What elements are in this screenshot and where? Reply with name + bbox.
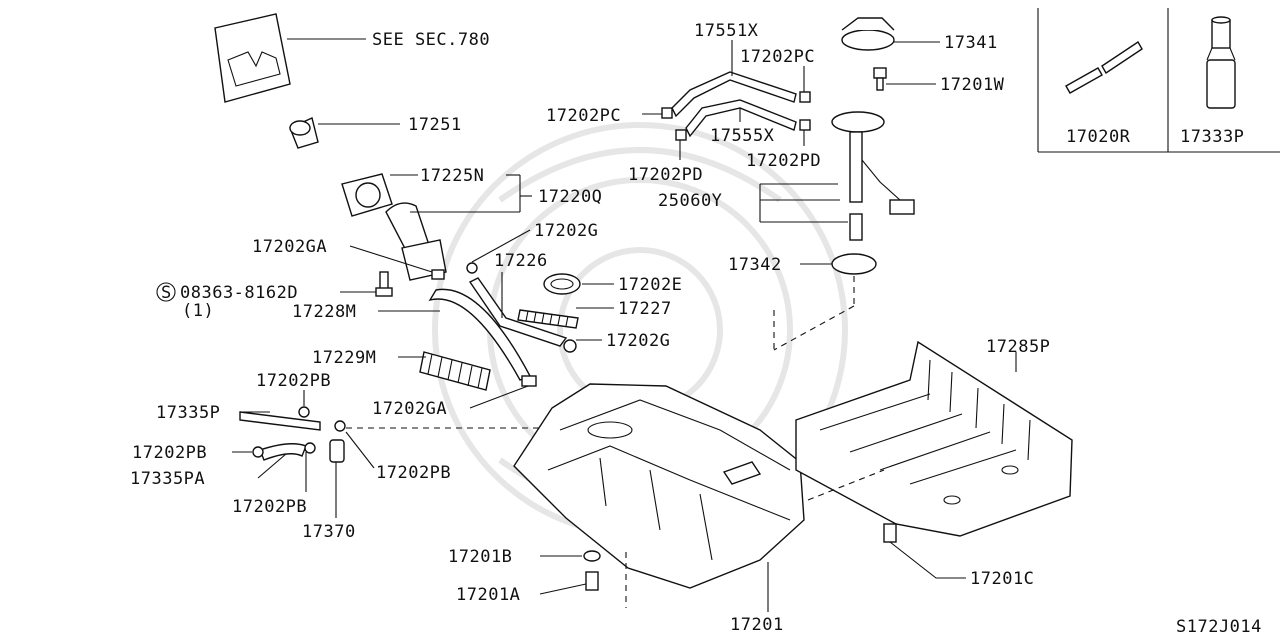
label-17333p: 17333P [1180,127,1244,147]
label-17341: 17341 [944,33,998,53]
label-17370: 17370 [302,522,356,542]
label-17555x: 17555X [710,126,775,146]
clamps-17202pd [675,119,811,160]
bolt-08363 [340,271,393,297]
label-17342: 17342 [728,255,782,275]
label-17227: 17227 [618,299,672,319]
hose-17229m [398,351,491,391]
label-17202pc-left: 17202PC [546,106,621,126]
label-17020r: 17020R [1066,127,1131,147]
hose-17226 [468,272,568,347]
vent-hose-17335pa [257,443,307,479]
vent-hose-17335p [239,411,321,431]
clamp-17202ga-bottom [469,375,537,409]
clamp-17202pb-bottom [304,442,316,492]
gasket-plate [214,13,366,103]
valve-17370 [329,439,345,518]
label-s-mark: S [161,283,172,303]
clamp-17202g-top [466,229,531,274]
label-08363-qty: (1) [182,301,214,321]
label-17202pb-bottom: 17202PB [232,497,307,517]
clamps-17202pc [642,66,811,119]
gasket-17342 [773,253,877,351]
filler-neck-assembly [341,173,532,281]
label-17202pd-right: 17202PD [746,151,821,171]
label-17202pc-right: 17202PC [740,47,815,67]
label-17225n: 17225N [420,166,484,186]
hose-pieces-17020r [1065,41,1143,94]
label-diagram-code: S172J014 [1176,617,1262,637]
bolt-17201c [883,523,966,579]
label-17229m: 17229M [312,348,376,368]
label-17202ga-bottom: 17202GA [372,399,447,419]
label-17202pb-left: 17202PB [132,443,207,463]
clamp-17202g-mid [563,339,602,353]
label-25060y: 25060Y [658,191,722,211]
washer-17201b [540,550,601,562]
label-see-sec-780: SEE SEC.780 [372,30,490,50]
hose-17227 [517,307,614,329]
label-17220q: 17220Q [538,187,602,207]
label-17201w: 17201W [940,75,1005,95]
label-17228m: 17228M [292,302,356,322]
label-17251: 17251 [408,115,462,135]
bolt-17201a [539,571,599,595]
label-17202pd-left: 17202PD [628,165,703,185]
label-17202pb-top: 17202PB [256,371,331,391]
screw-17201w [873,67,936,91]
grommet-17251 [289,117,400,149]
fuel-sender-25060y [759,111,915,241]
label-17226: 17226 [494,251,548,271]
lock-ring-17341 [841,17,940,51]
label-17202g-top: 17202G [534,221,598,241]
tubes-17551x-17555x [671,40,797,138]
label-17335p: 17335P [156,403,220,423]
clamp-17202pb-left [232,446,264,458]
clamp-17202ga-top [349,245,445,280]
label-17551x: 17551X [694,21,759,41]
fuel-tank-17201 [513,310,805,612]
label-17201a: 17201A [456,585,520,605]
clamp-17202pb-top [298,390,310,418]
bolt-08363-label: S 08363-8162D (1) [156,282,298,321]
label-17201: 17201 [730,615,784,635]
clamp-17202e [543,273,614,295]
heat-shield-17285p [795,340,1073,537]
label-17202e: 17202E [618,275,682,295]
clamp-17202pb-right [334,420,560,469]
label-17201c: 17201C [970,569,1034,589]
label-08363-8162d: 08363-8162D [180,283,298,303]
label-17335pa: 17335PA [130,469,205,489]
label-17202g-mid: 17202G [606,331,670,351]
label-17285p: 17285P [986,337,1050,357]
label-17202ga-top: 17202GA [252,237,327,257]
inset-box [1037,8,1280,153]
tube-17333p [1206,16,1236,109]
label-17201b: 17201B [448,547,512,567]
label-17202pb-right: 17202PB [376,463,451,483]
